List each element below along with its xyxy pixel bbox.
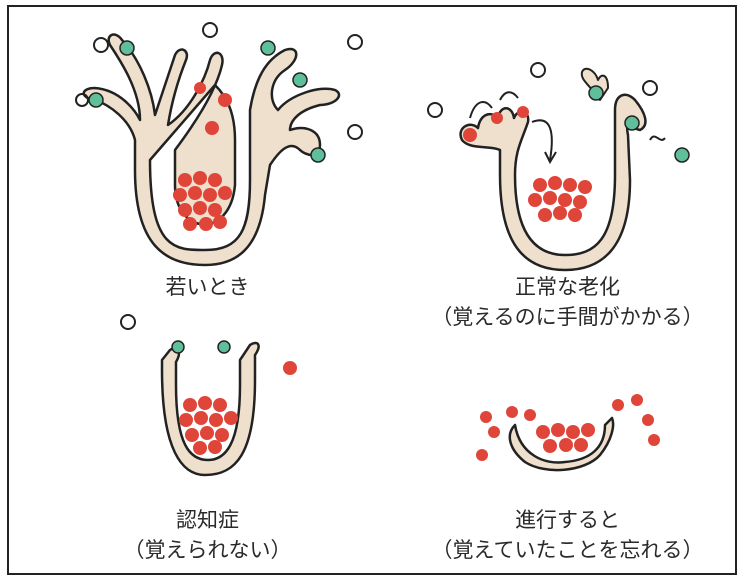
progressed-title: 進行すると [400,505,735,535]
progressed-memory-dots [476,394,660,461]
young-title: 若いとき [0,272,415,302]
dementia-neuron [121,315,297,475]
normal-title: 正常な老化 [400,272,735,302]
normal-signal-dots [589,86,689,162]
progressed-neuron [476,394,660,470]
normal-neuron [428,63,689,270]
dementia-subtitle: （覚えられない） [0,535,415,565]
young-neuron-body [84,35,339,265]
young-neuron [76,23,362,265]
dementia-neuron-body [162,343,259,475]
progressed-subtitle: （覚えていたことを忘れる） [400,535,735,565]
dementia-signal-dots [172,341,230,353]
dementia-incoming-signals [121,315,135,329]
progressed-caption: 進行すると （覚えていたことを忘れる） [400,505,735,565]
dementia-title: 認知症 [0,505,415,535]
normal-subtitle: （覚えるのに手間がかかる） [400,302,735,332]
normal-caption: 正常な老化 （覚えるのに手間がかかる） [400,272,735,332]
dementia-caption: 認知症 （覚えられない） [0,505,415,565]
young-caption: 若いとき [0,272,415,302]
